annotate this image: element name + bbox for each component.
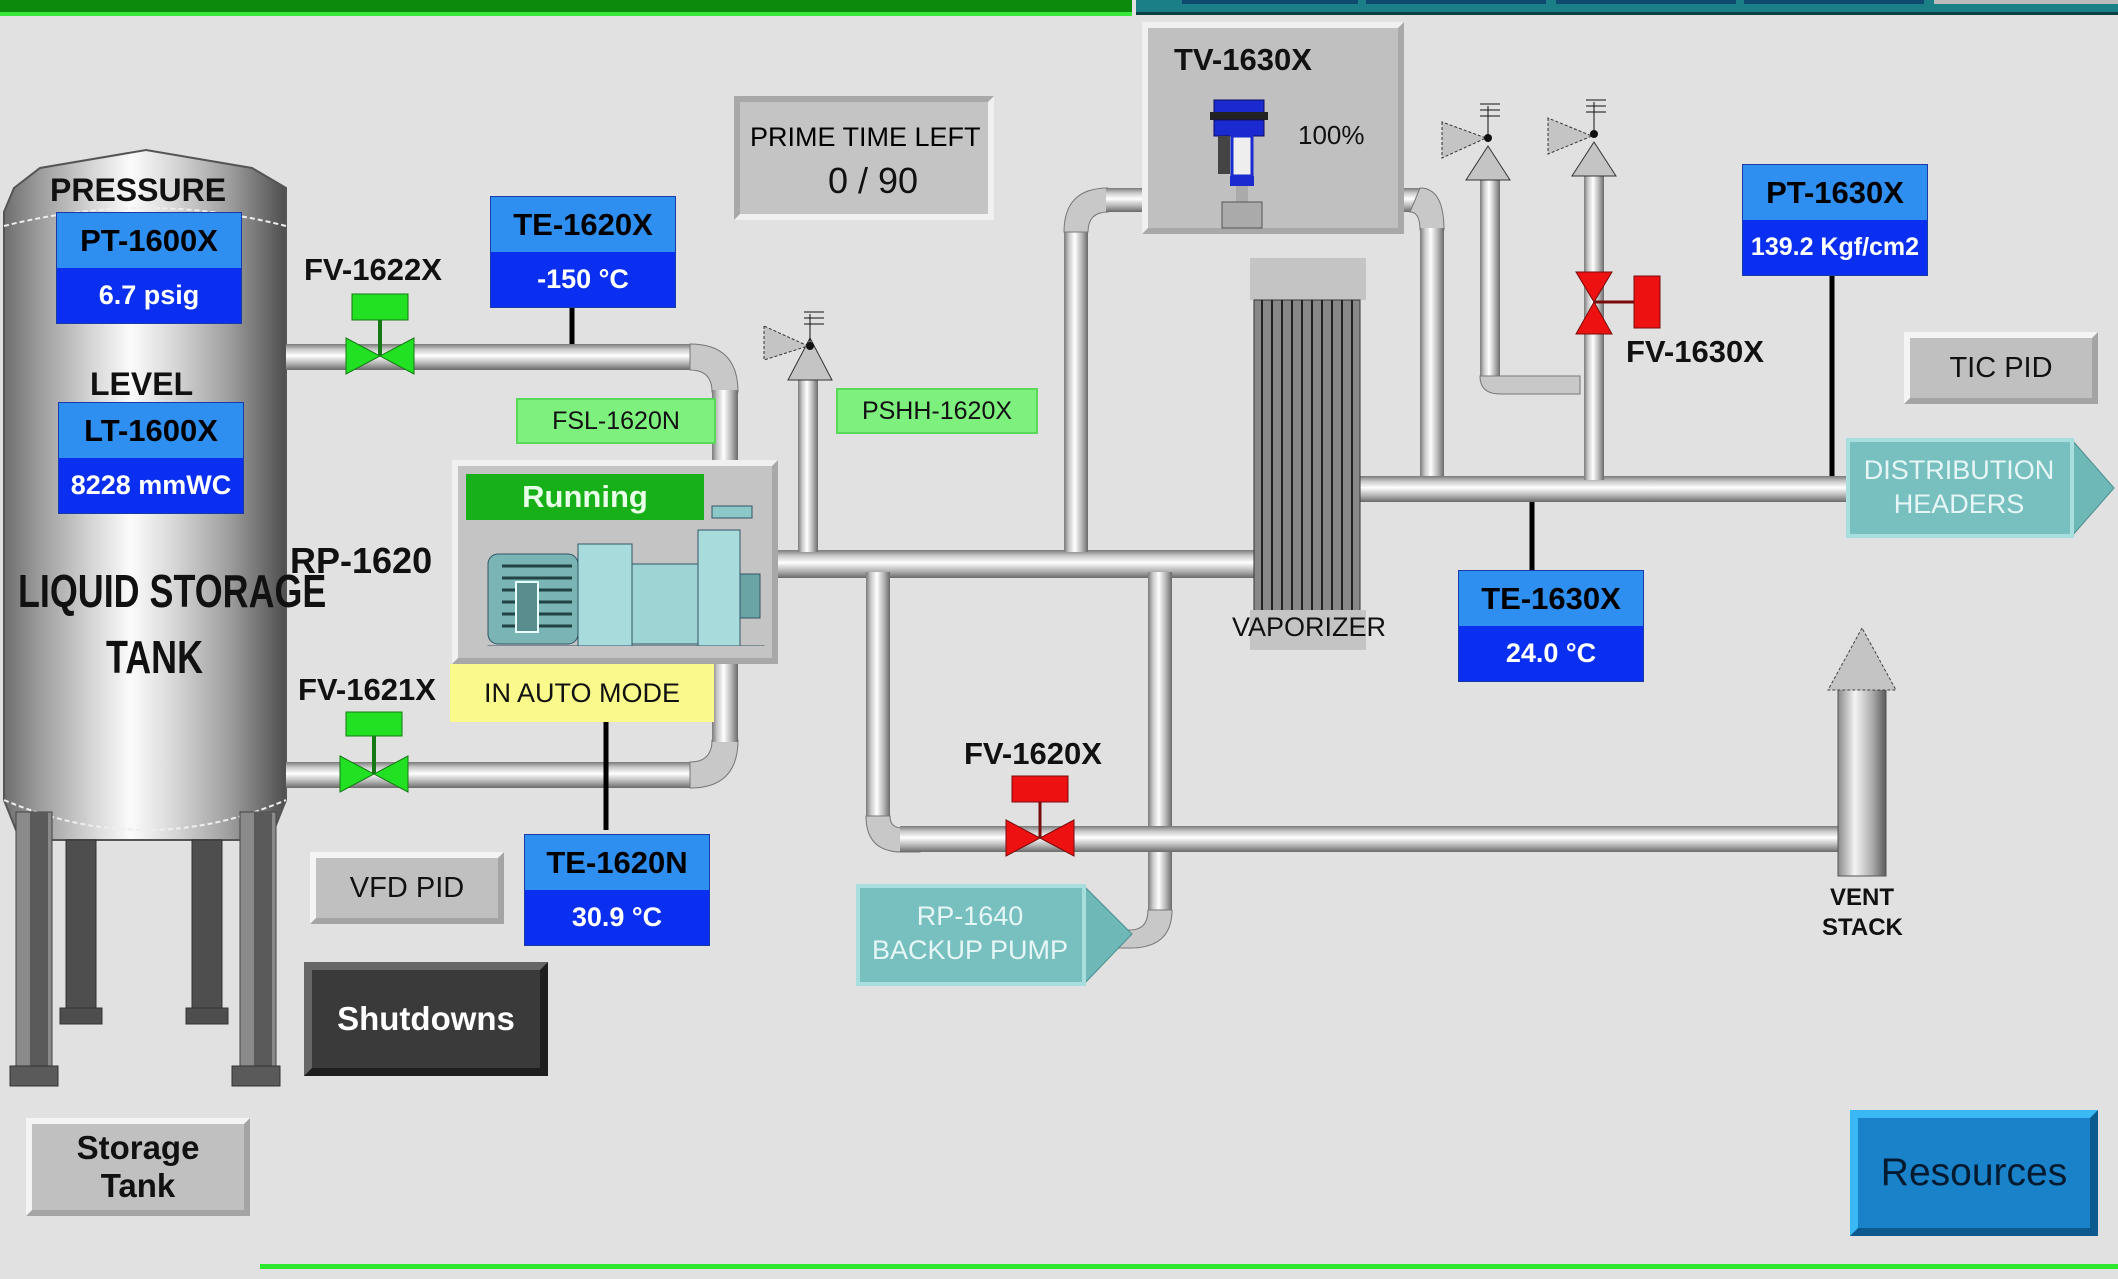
distribution-label-2: HEADERS xyxy=(1893,489,2025,519)
nav-tab[interactable] xyxy=(1556,0,1736,4)
pump-id-label: RP-1620 xyxy=(290,540,433,581)
fsl-1620n-switch[interactable]: FSL-1620N xyxy=(516,398,716,444)
storage-tank-button[interactable]: Storage Tank xyxy=(26,1118,250,1216)
te-1620n-value: 30.9 °C xyxy=(525,890,709,945)
te-1620n-id: TE-1620N xyxy=(525,835,709,890)
te-1620x-tag[interactable]: TE-1620X -150 °C xyxy=(490,196,676,308)
pt-1600x-tag[interactable]: PT-1600X 6.7 psig xyxy=(56,212,242,324)
te-1630x-id: TE-1630X xyxy=(1459,571,1643,626)
pump-mode-badge: IN AUTO MODE xyxy=(450,664,714,722)
vaporizer xyxy=(1250,258,1366,650)
pressure-label: PRESSURE xyxy=(50,172,227,208)
fv-1621x-valve-icon[interactable] xyxy=(339,711,409,793)
tic-pid-button[interactable]: TIC PID xyxy=(1904,332,2098,404)
pump-rp-1620[interactable]: Running xyxy=(452,460,778,664)
pshh-1620x-switch[interactable]: PSHH-1620X xyxy=(836,388,1038,434)
vfd-pid-button[interactable]: VFD PID xyxy=(310,852,504,924)
pt-1630x-tag[interactable]: PT-1630X 139.2 Kgf/cm2 xyxy=(1742,164,1928,276)
storage-tank-button-line1: Storage xyxy=(76,1129,200,1166)
relief-valve-icon[interactable] xyxy=(1547,99,1617,177)
control-valve-icon xyxy=(1210,99,1268,229)
tv-1630x-label: TV-1630X xyxy=(1174,42,1312,77)
fv-1620x-label: FV-1620X xyxy=(964,736,1102,771)
prime-time-title: PRIME TIME LEFT xyxy=(750,122,981,152)
fv-1630x-valve-icon[interactable] xyxy=(1575,271,1661,335)
relief-valve-icon[interactable] xyxy=(763,311,833,381)
distribution-headers-link[interactable]: DISTRIBUTION HEADERS xyxy=(1846,438,2118,538)
fv-1621x-label: FV-1621X xyxy=(298,672,436,707)
tank-name-line2: TANK xyxy=(106,631,203,683)
backup-pump-label-2: BACKUP PUMP xyxy=(871,935,1069,965)
fv-1630x-label: FV-1630X xyxy=(1626,334,1764,369)
arrow-right-icon xyxy=(1846,438,2115,538)
vaporizer-label: VAPORIZER xyxy=(1232,612,1387,642)
te-1620x-value: -150 °C xyxy=(491,252,675,307)
pt-1630x-id: PT-1630X xyxy=(1743,165,1927,220)
tank-name-line1: LIQUID STORAGE xyxy=(18,565,327,617)
vent-stack xyxy=(1827,626,1897,877)
prime-time-panel: PRIME TIME LEFT 0 / 90 xyxy=(734,96,994,220)
fv-1620x-valve-icon[interactable] xyxy=(1005,775,1075,857)
backup-pump-label-1: RP-1640 xyxy=(916,901,1024,931)
top-nav-bar-green xyxy=(0,0,1132,16)
nav-tab[interactable] xyxy=(1934,0,2118,4)
storage-tank-button-line2: Tank xyxy=(100,1167,176,1204)
pt-1630x-value: 139.2 Kgf/cm2 xyxy=(1743,220,1927,275)
resources-button[interactable]: Resources xyxy=(1850,1110,2098,1236)
tv-1630x-position: 100% xyxy=(1298,120,1365,150)
pt-1600x-value: 6.7 psig xyxy=(57,268,241,323)
te-1620n-tag[interactable]: TE-1620N 30.9 °C xyxy=(524,834,710,946)
backup-pump-link[interactable]: RP-1640 BACKUP PUMP xyxy=(856,884,1136,986)
prime-time-value: 0 / 90 xyxy=(828,160,919,201)
nav-tab[interactable] xyxy=(1744,0,1924,4)
lt-1600x-tag[interactable]: LT-1600X 8228 mmWC xyxy=(58,402,244,514)
nav-tab[interactable] xyxy=(1182,0,1358,4)
tv-1630x-panel[interactable]: TV-1630X 100% xyxy=(1142,22,1404,234)
te-1620x-id: TE-1620X xyxy=(491,197,675,252)
level-label: LEVEL xyxy=(90,366,194,402)
pump-motor-icon xyxy=(487,505,765,646)
relief-valve-icon[interactable] xyxy=(1441,103,1511,181)
fv-1622x-valve-icon[interactable] xyxy=(345,293,415,375)
vent-stack-label-1: VENT xyxy=(1830,884,1895,911)
pump-status-badge: Running xyxy=(466,474,704,520)
te-1630x-value: 24.0 °C xyxy=(1459,626,1643,681)
pt-1600x-id: PT-1600X xyxy=(57,213,241,268)
fv-1622x-label: FV-1622X xyxy=(304,252,442,287)
lt-1600x-id: LT-1600X xyxy=(59,403,243,458)
nav-tab[interactable] xyxy=(1366,0,1546,4)
shutdowns-button[interactable]: Shutdowns xyxy=(304,962,548,1076)
te-1630x-tag[interactable]: TE-1630X 24.0 °C xyxy=(1458,570,1644,682)
distribution-label-1: DISTRIBUTION xyxy=(1863,455,2055,485)
lt-1600x-value: 8228 mmWC xyxy=(59,458,243,513)
arrow-right-icon xyxy=(856,884,1133,986)
vent-stack-label-2: STACK xyxy=(1822,914,1903,941)
